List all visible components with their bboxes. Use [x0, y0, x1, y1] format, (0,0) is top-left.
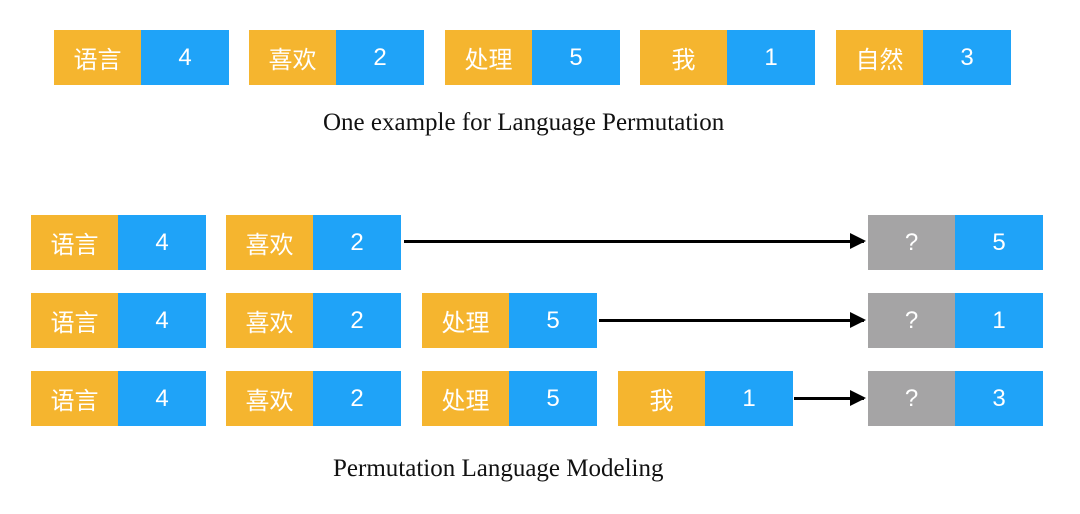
token-position: 4	[118, 371, 206, 426]
token-pair: 自然 3	[836, 30, 1011, 85]
token-position: 3	[923, 30, 1011, 85]
arrow-right-icon	[404, 233, 866, 249]
token-pair: 处理 5	[445, 30, 620, 85]
token-word: 喜欢	[226, 215, 313, 270]
token-pair: 喜欢 2	[249, 30, 424, 85]
token-pair: 喜欢 2	[226, 371, 401, 426]
token-pair: 我 1	[640, 30, 815, 85]
token-position: 4	[141, 30, 229, 85]
token-word: 自然	[836, 30, 923, 85]
token-word: 语言	[31, 215, 118, 270]
token-position: 1	[705, 371, 793, 426]
token-position: 5	[509, 371, 597, 426]
token-position: 3	[955, 371, 1043, 426]
token-position: 4	[118, 215, 206, 270]
token-position: 2	[313, 371, 401, 426]
masked-token-word: ?	[868, 371, 955, 426]
example-caption: One example for Language Permutation	[323, 109, 725, 136]
token-word: 我	[618, 371, 705, 426]
token-pair: 处理 5	[422, 371, 597, 426]
token-position: 2	[313, 215, 401, 270]
token-word: 处理	[445, 30, 532, 85]
token-word: 喜欢	[226, 371, 313, 426]
masked-token-word: ?	[868, 215, 955, 270]
token-word: 喜欢	[249, 30, 336, 85]
masked-token-word: ?	[868, 293, 955, 348]
target-token-pair: ? 5	[868, 215, 1043, 270]
token-position: 1	[727, 30, 815, 85]
token-pair: 语言 4	[31, 215, 206, 270]
token-position: 4	[118, 293, 206, 348]
plm-caption: Permutation Language Modeling	[333, 455, 664, 482]
token-pair: 喜欢 2	[226, 215, 401, 270]
arrow-right-icon	[794, 390, 866, 406]
token-word: 语言	[31, 293, 118, 348]
token-word: 语言	[31, 371, 118, 426]
token-pair: 语言 4	[54, 30, 229, 85]
token-word: 喜欢	[226, 293, 313, 348]
token-position: 5	[509, 293, 597, 348]
token-word: 处理	[422, 371, 509, 426]
token-pair: 语言 4	[31, 293, 206, 348]
token-word: 语言	[54, 30, 141, 85]
token-pair: 我 1	[618, 371, 793, 426]
arrow-right-icon	[599, 312, 866, 328]
token-position: 5	[955, 215, 1043, 270]
token-pair: 处理 5	[422, 293, 597, 348]
token-position: 1	[955, 293, 1043, 348]
token-word: 我	[640, 30, 727, 85]
token-pair: 喜欢 2	[226, 293, 401, 348]
token-position: 2	[336, 30, 424, 85]
token-word: 处理	[422, 293, 509, 348]
token-pair: 语言 4	[31, 371, 206, 426]
target-token-pair: ? 1	[868, 293, 1043, 348]
token-position: 5	[532, 30, 620, 85]
token-position: 2	[313, 293, 401, 348]
target-token-pair: ? 3	[868, 371, 1043, 426]
